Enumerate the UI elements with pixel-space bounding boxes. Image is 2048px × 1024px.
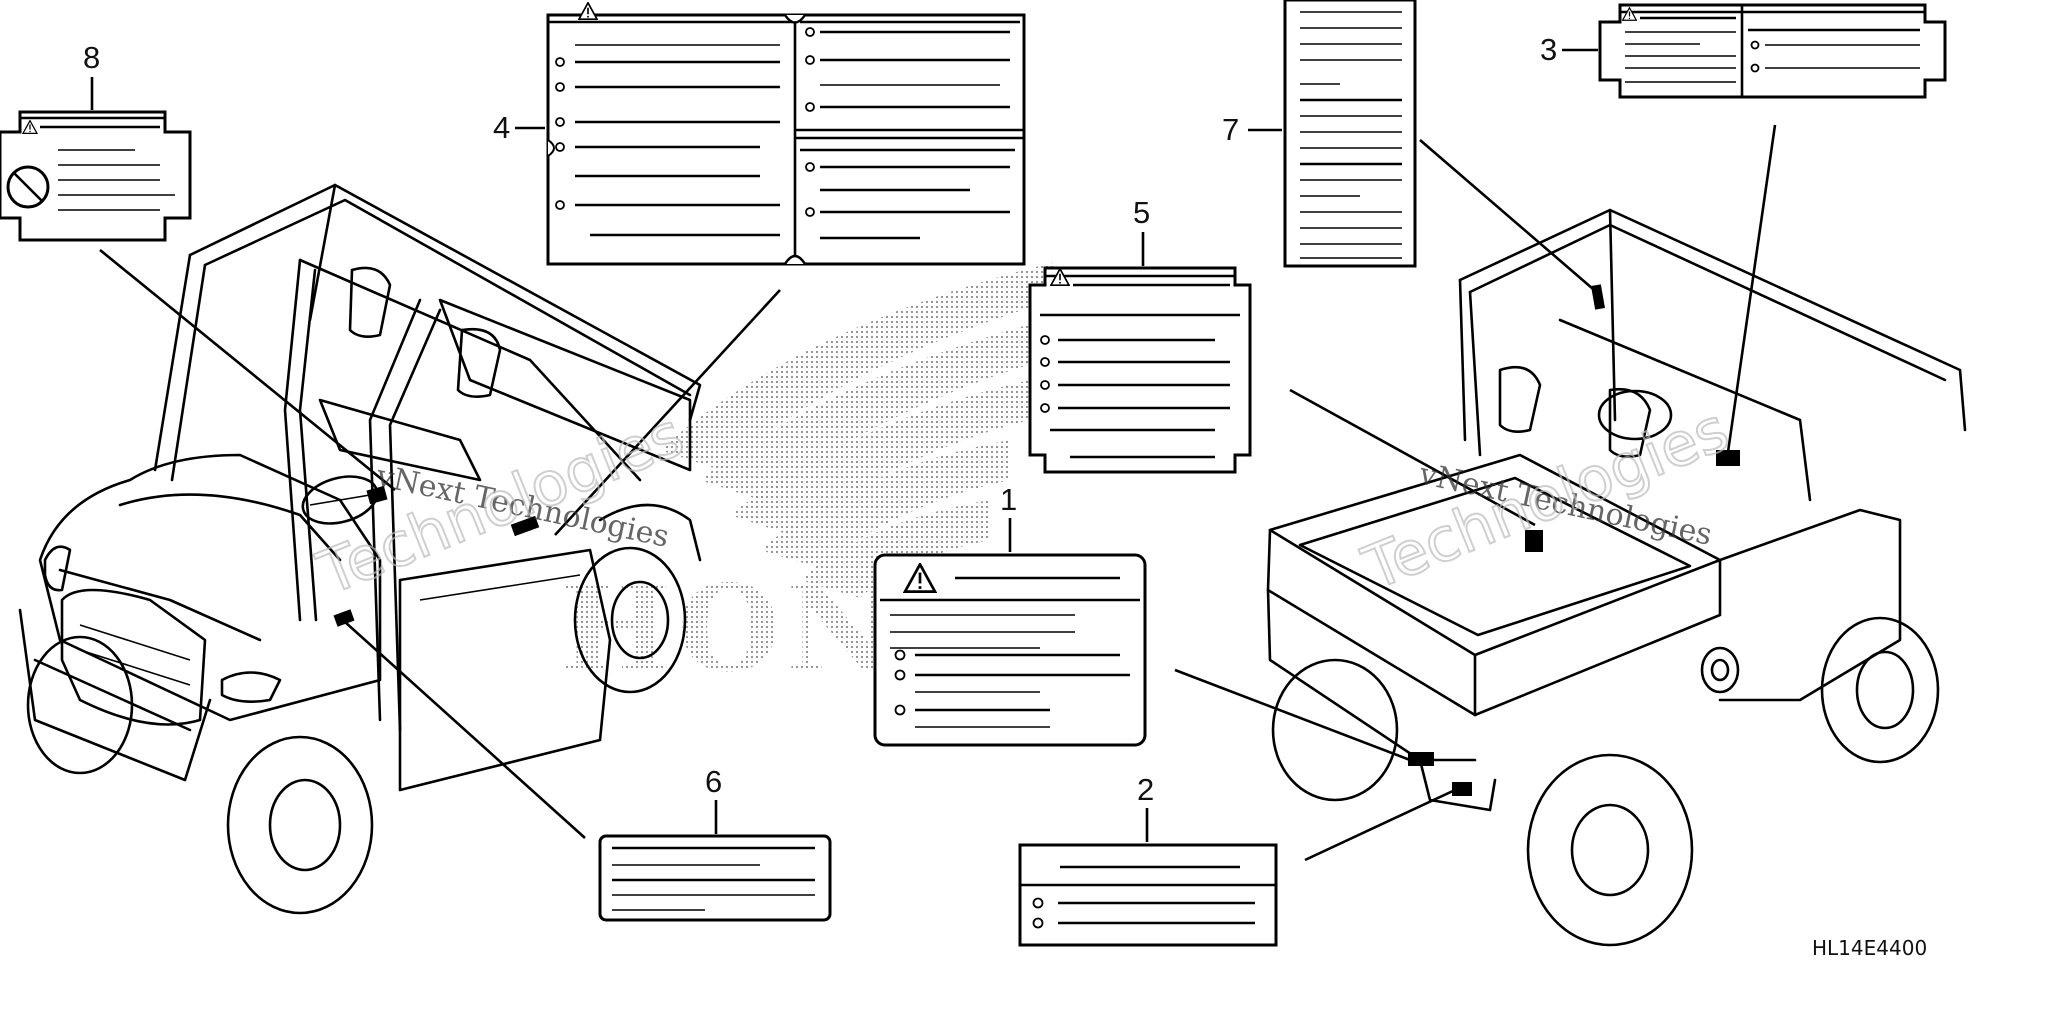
leader-6 [344, 621, 586, 839]
callout-3: 3 [1540, 32, 1557, 67]
label-8: 8 [0, 40, 192, 242]
watermark-outline-right: Technologies [1353, 395, 1738, 605]
honda-wing-logo: HONDA [560, 262, 1100, 698]
callout-8: 8 [83, 40, 100, 75]
leader-2 [1304, 788, 1456, 862]
label-2: 2 [1018, 772, 1278, 947]
callout-5: 5 [1133, 195, 1150, 230]
label-6: 6 [598, 764, 832, 922]
leader-4 [554, 289, 781, 536]
callout-7: 7 [1222, 112, 1239, 147]
callout-6: 6 [705, 764, 722, 799]
callout-1: 1 [1000, 482, 1017, 517]
label-3: 3 [1540, 3, 1947, 99]
part-code: HL14E4400 [1812, 936, 1927, 960]
leader-3 [1726, 124, 1777, 453]
callout-4: 4 [493, 110, 510, 145]
leader-8 [99, 248, 396, 492]
label-7: 7 [1222, 0, 1417, 268]
warning-triangle-icon [578, 2, 598, 20]
label-1: 1 [873, 482, 1147, 747]
leader-5 [1289, 388, 1536, 527]
label-4: 4 [493, 2, 1026, 266]
leader-1 [1174, 668, 1411, 762]
label-5: 5 [1028, 195, 1252, 474]
callout-2: 2 [1137, 772, 1154, 807]
leader-lines [99, 124, 1777, 862]
vehicle-front-view [18, 183, 702, 915]
leader-7 [1419, 139, 1601, 296]
